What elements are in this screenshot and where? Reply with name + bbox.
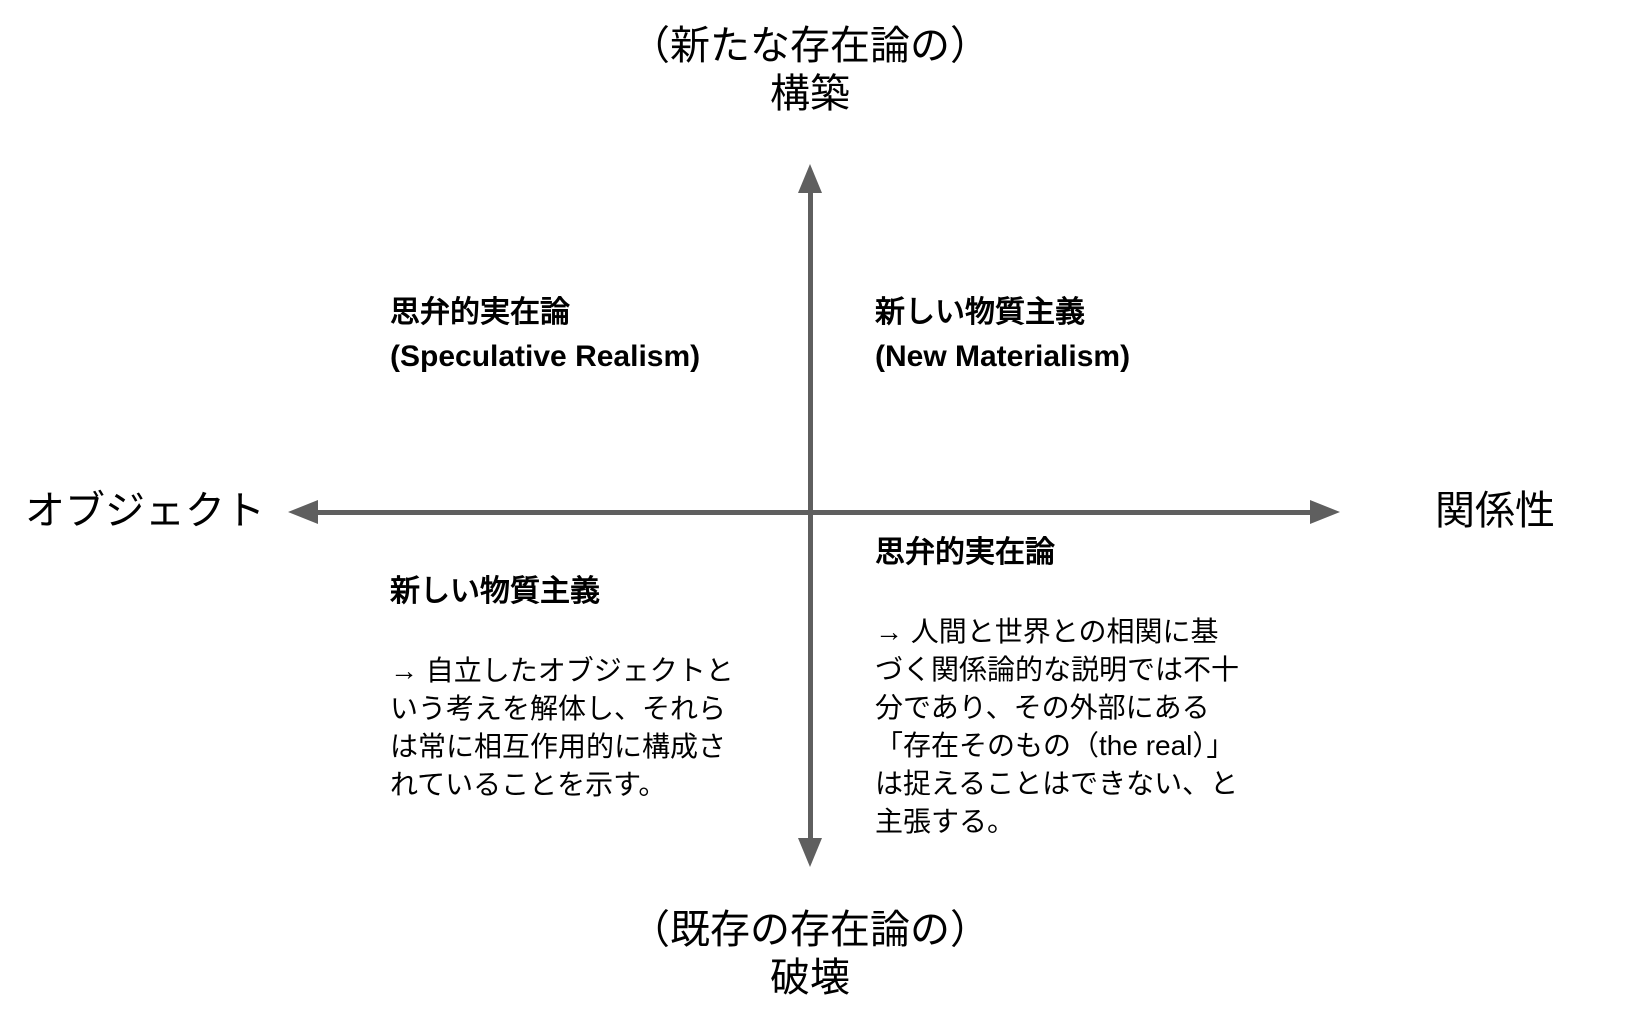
arrow-left-icon bbox=[288, 500, 318, 524]
quadrant-bottom-left: 新しい物質主義 → 自立したオブジェクトと いう考えを解体し、それら は常に相互… bbox=[390, 570, 760, 804]
quadrant-bottom-left-title: 新しい物質主義 bbox=[390, 575, 600, 608]
vertical-axis-bottom-label: （既存の存在論の） 破壊 bbox=[630, 908, 990, 1000]
vertical-axis-top-label: （新たな存在論の） 構築 bbox=[630, 24, 990, 116]
quadrant-bottom-right-title: 思弁的実在論 bbox=[875, 536, 1055, 569]
horizontal-axis-line bbox=[316, 510, 1312, 515]
horizontal-axis-left-label: オブジェクト bbox=[25, 489, 265, 533]
vertical-axis-line bbox=[808, 190, 813, 840]
quadrant-bottom-right: 思弁的実在論 → 人間と世界との相関に基 づく関係論的な説明では不十 分であり、… bbox=[875, 531, 1275, 841]
horizontal-axis-right-label: 関係性 bbox=[1435, 489, 1555, 533]
arrow-right-icon bbox=[1310, 500, 1340, 524]
quadrant-bottom-right-body: → 人間と世界との相関に基 づく関係論的な説明では不十 分であり、その外部にある… bbox=[875, 616, 1240, 837]
arrow-up-icon bbox=[798, 164, 822, 193]
quadrant-bottom-left-body: → 自立したオブジェクトと いう考えを解体し、それら は常に相互作用的に構成さ … bbox=[390, 655, 734, 800]
quadrant-top-left-title: 思弁的実在論 (Speculative Realism) bbox=[390, 296, 701, 373]
quadrant-top-right-title: 新しい物質主義 (New Materialism) bbox=[875, 296, 1131, 373]
arrow-down-icon bbox=[798, 838, 822, 867]
